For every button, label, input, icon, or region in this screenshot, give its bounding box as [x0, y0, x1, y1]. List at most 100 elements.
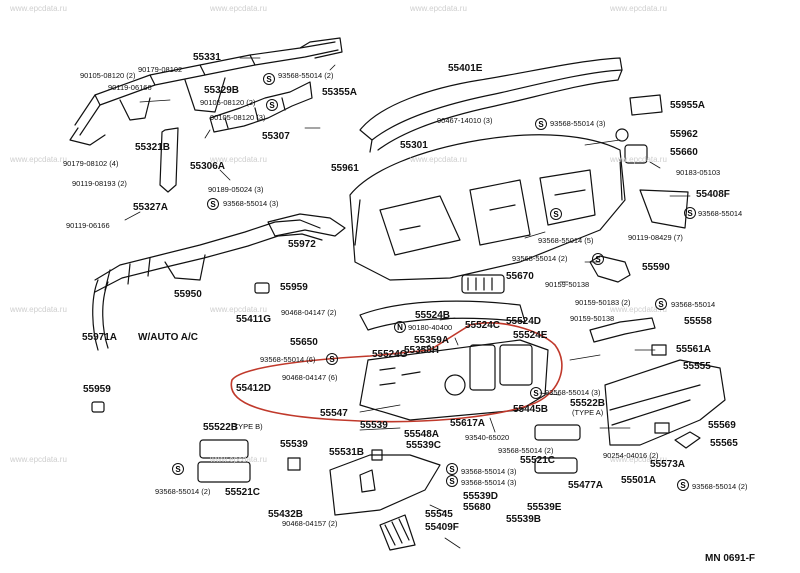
- callout-55650[interactable]: 55650: [290, 337, 318, 348]
- callout-90254-04016[interactable]: 90254-04016 (2): [603, 451, 659, 460]
- callout-55355a[interactable]: 55355A: [322, 87, 358, 98]
- callout-55561a[interactable]: 55561A: [676, 344, 712, 355]
- callout-55539c[interactable]: 55539C: [406, 440, 442, 451]
- callout-90105-08120[interactable]: 90105-08120 (3): [210, 113, 266, 122]
- callout-93568-55014[interactable]: 93568-55014 (2): [155, 487, 211, 496]
- callout-55432b[interactable]: 55432B: [268, 509, 304, 520]
- callout-55411g[interactable]: 55411G: [236, 314, 272, 325]
- callout-55545[interactable]: 55545: [425, 509, 453, 520]
- callout-55971a[interactable]: 55971A: [82, 332, 118, 343]
- callout-90467-14010[interactable]: 90467-14010 (3): [437, 116, 493, 125]
- callout-90105-08120[interactable]: 90105-08120 (2): [200, 98, 256, 107]
- callout-55565[interactable]: 55565: [710, 438, 738, 449]
- callout-90119-06166[interactable]: 90119-06166: [66, 221, 110, 230]
- callout-93568-55014[interactable]: 93568-55014 (3): [461, 478, 517, 487]
- callout-90189-05024[interactable]: 90189-05024 (3): [208, 185, 264, 194]
- callout-55307[interactable]: 55307: [262, 131, 290, 142]
- callout-55522b[interactable]: 55522B: [203, 422, 239, 433]
- callout-55539b[interactable]: 55539B: [506, 514, 542, 525]
- callout-93568-55014[interactable]: 93568-55014 (5): [538, 236, 594, 245]
- callout-55524b[interactable]: 55524B: [415, 310, 451, 321]
- callout-55569[interactable]: 55569: [708, 420, 736, 431]
- callout-55524d[interactable]: 55524D: [506, 316, 542, 327]
- callout-90159-50183[interactable]: 90159-50183 (2): [575, 298, 631, 307]
- callout-55955a[interactable]: 55955A: [670, 100, 706, 111]
- grille-55409f: [379, 514, 416, 551]
- callout-93540-65020[interactable]: 93540-65020: [465, 433, 510, 442]
- callout-90119-08193[interactable]: 90119-08193 (2): [72, 179, 127, 188]
- callout-55670[interactable]: 55670: [506, 271, 534, 282]
- callout-55306a[interactable]: 55306A: [190, 161, 226, 172]
- callout-90468-04147[interactable]: 90468-04147 (2): [281, 308, 337, 317]
- callout-55359a[interactable]: 55359A: [414, 335, 450, 346]
- callout-90119-08429[interactable]: 90119-08429 (7): [628, 233, 683, 242]
- callout-55539e[interactable]: 55539E: [527, 502, 562, 513]
- callout-93568-55014[interactable]: 93568-55014 (3): [223, 199, 279, 208]
- callout-90468-04147[interactable]: 90468-04147 (6): [282, 373, 338, 382]
- callout-55959[interactable]: 55959: [280, 282, 308, 293]
- callout-55547[interactable]: 55547: [320, 408, 348, 419]
- callout-55617a[interactable]: 55617A: [450, 418, 486, 429]
- callout-90179-08102[interactable]: 90179-08102: [138, 65, 183, 74]
- callout-90468-04157[interactable]: 90468-04157 (2): [282, 519, 338, 528]
- part-55962: [615, 128, 629, 142]
- callout-90179-08102[interactable]: 90179-08102 (4): [63, 159, 119, 168]
- callout-55321b[interactable]: 55321B: [135, 142, 171, 153]
- callout-55327a[interactable]: 55327A: [133, 202, 169, 213]
- footer-code: MN 0691-F: [705, 553, 756, 564]
- callout-55959[interactable]: 55959: [83, 384, 111, 395]
- callout-55521c[interactable]: 55521C: [520, 455, 556, 466]
- callout-55558[interactable]: 55558: [684, 316, 712, 327]
- watermark: www.epcdata.ru: [210, 155, 267, 164]
- callout-55358h[interactable]: 55358H: [404, 345, 440, 356]
- watermark: www.epcdata.ru: [10, 4, 67, 13]
- s-mark-icon: S: [530, 387, 542, 399]
- callout-55555[interactable]: 55555: [683, 361, 711, 372]
- callout-55408f[interactable]: 55408F: [696, 189, 730, 200]
- callout-93568-55014[interactable]: 93568-55014 (2): [512, 254, 568, 263]
- callout-90159-50138[interactable]: 90159-50138: [570, 314, 615, 323]
- callout-90183-05103[interactable]: 90183-05103: [676, 168, 721, 177]
- callout-55680[interactable]: 55680: [463, 502, 491, 513]
- callout-55573a[interactable]: 55573A: [650, 459, 686, 470]
- callout-55331[interactable]: 55331: [193, 52, 221, 63]
- callout-93568-55014[interactable]: 93568-55014: [698, 209, 743, 218]
- callout-55521c[interactable]: 55521C: [225, 487, 261, 498]
- callout-93568-55014[interactable]: 93568-55014 (2): [692, 482, 748, 491]
- callout-55548a[interactable]: 55548A: [404, 429, 440, 440]
- callout-55522b[interactable]: 55522B: [570, 398, 606, 409]
- callout-55950[interactable]: 55950: [174, 289, 202, 300]
- callout-93568-55014[interactable]: 93568-55014 (3): [545, 388, 601, 397]
- callout-55539d[interactable]: 55539D: [463, 491, 499, 502]
- callout-55531b[interactable]: 55531B: [329, 447, 365, 458]
- callout-55524g[interactable]: 55524G: [372, 349, 408, 360]
- callout-55539[interactable]: 55539: [360, 420, 388, 431]
- callout-93568-55014[interactable]: 93568-55014 (6): [260, 355, 316, 364]
- callout-55524c[interactable]: 55524C: [465, 320, 501, 331]
- callout-93568-55014[interactable]: 93568-55014 (2): [498, 446, 554, 455]
- callout-90119-06166[interactable]: 90119-06166: [108, 83, 152, 92]
- callout-55445b[interactable]: 55445B: [513, 404, 549, 415]
- callout-55972[interactable]: 55972: [288, 239, 316, 250]
- callout-55329b[interactable]: 55329B: [204, 85, 240, 96]
- callout-55660[interactable]: 55660: [670, 147, 698, 158]
- callout-55409f[interactable]: 55409F: [425, 522, 459, 533]
- callout-90159-50138[interactable]: 90159-50138: [545, 280, 590, 289]
- callout-55301[interactable]: 55301: [400, 140, 428, 151]
- callout-55524e[interactable]: 55524E: [513, 330, 548, 341]
- callout-55412d[interactable]: 55412D: [236, 383, 272, 394]
- callout-55961[interactable]: 55961: [331, 163, 359, 174]
- callout-93568-55014[interactable]: 93568-55014 (3): [461, 467, 517, 476]
- callout-90105-08120[interactable]: 90105-08120 (2): [80, 71, 136, 80]
- callout-93568-55014[interactable]: 93568-55014 (3): [550, 119, 606, 128]
- callout-55539[interactable]: 55539: [280, 439, 308, 450]
- callout-55590[interactable]: 55590: [642, 262, 670, 273]
- part-55569: [654, 422, 670, 434]
- callout-55401e[interactable]: 55401E: [448, 63, 483, 74]
- callout-55501a[interactable]: 55501A: [621, 475, 657, 486]
- callout-93568-55014[interactable]: 93568-55014 (2): [278, 71, 334, 80]
- callout-55962[interactable]: 55962: [670, 129, 698, 140]
- callout-55477a[interactable]: 55477A: [568, 480, 604, 491]
- callout-90180-40400[interactable]: 90180-40400: [408, 323, 453, 332]
- callout-93568-55014[interactable]: 93568-55014: [671, 300, 716, 309]
